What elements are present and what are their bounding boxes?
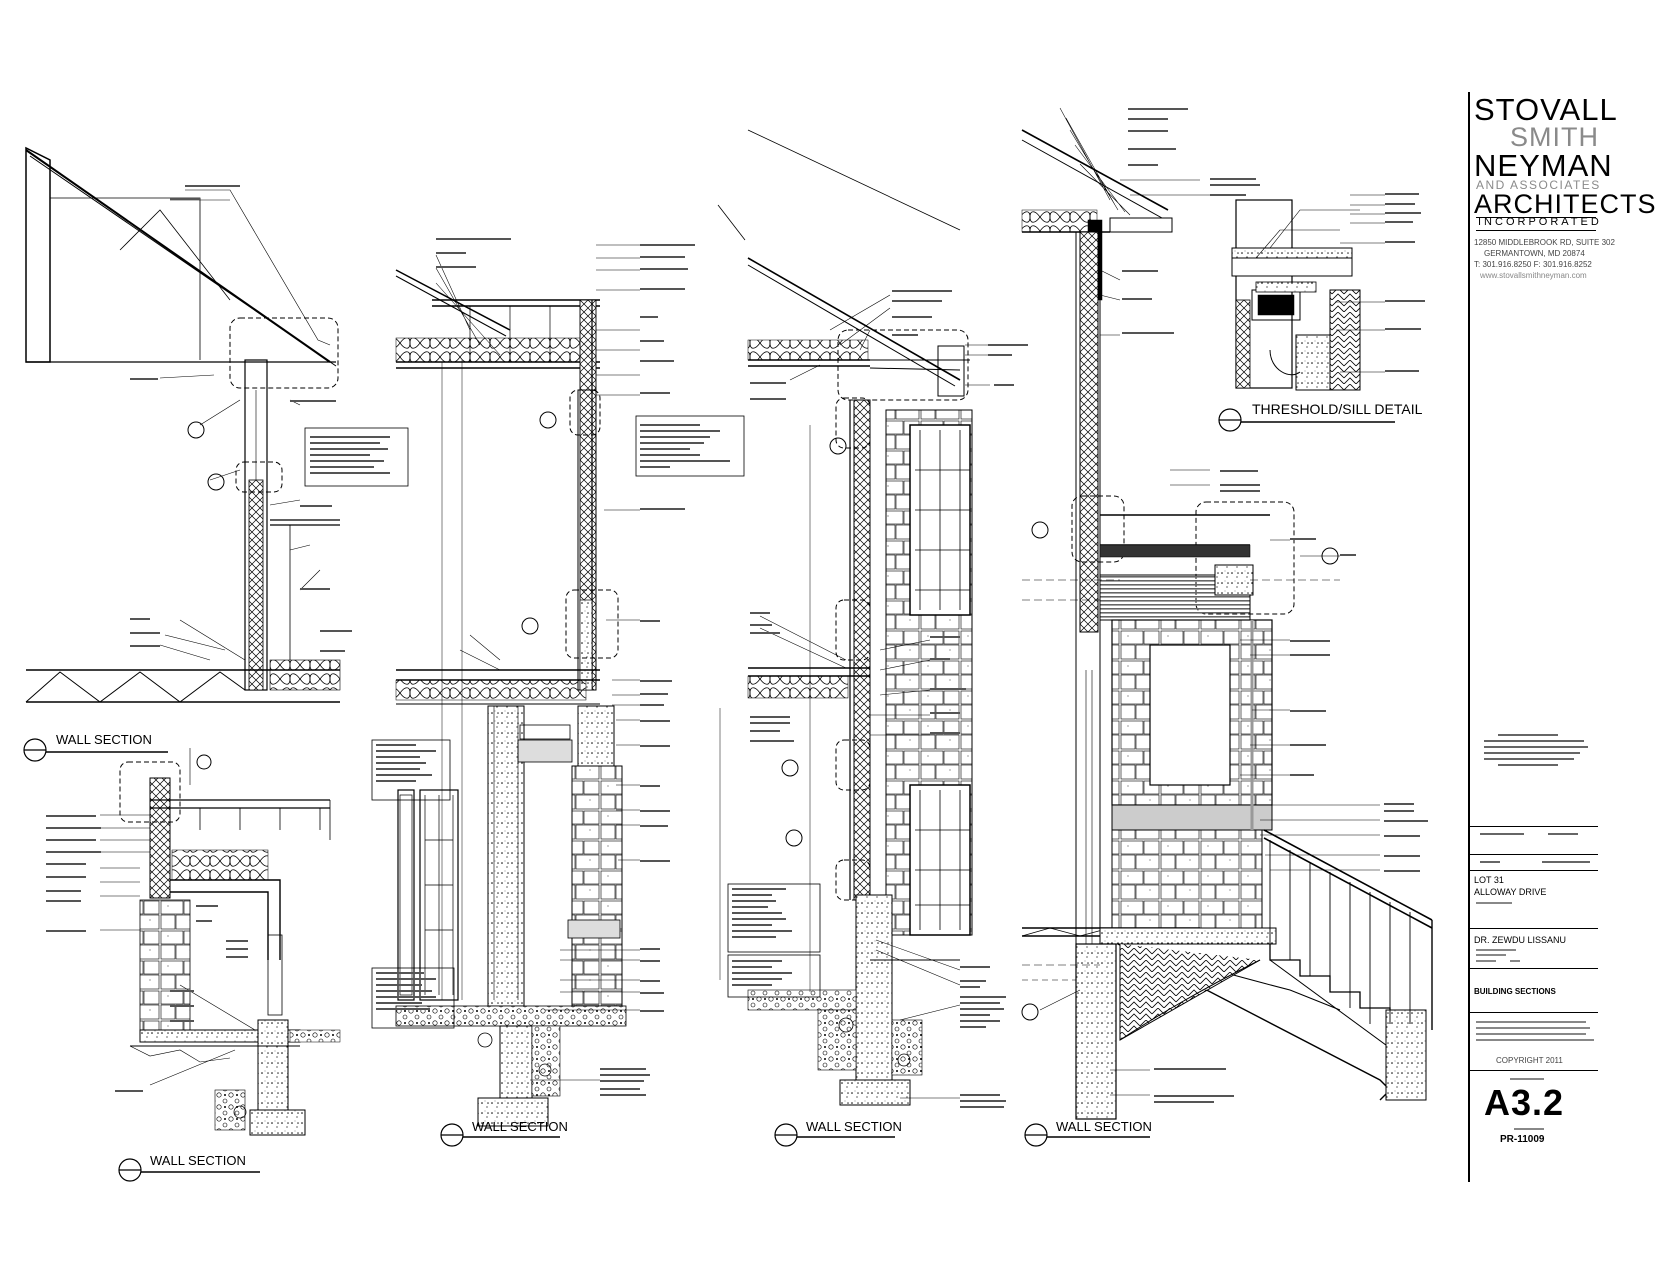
firm-name-line4: AND ASSOCIATES bbox=[1476, 178, 1601, 192]
firm-address-city: GERMANTOWN, MD 20874 bbox=[1484, 249, 1585, 258]
drawing-title-3: WALL SECTION bbox=[806, 1119, 902, 1134]
sheet-number-caption bbox=[1510, 1078, 1544, 1080]
drawing-sheet bbox=[23, 107, 1433, 1182]
drawing-title-threshold: THRESHOLD/SILL DETAIL bbox=[1252, 401, 1423, 417]
firm-name-line2: SMITH bbox=[1510, 122, 1599, 152]
section-4-notes bbox=[1021, 108, 1428, 1103]
firm-website: www.stovallsmithneyman.com bbox=[1480, 271, 1587, 280]
wall-section-1 bbox=[25, 146, 409, 703]
firm-name-line1: STOVALL bbox=[1474, 92, 1618, 127]
section-tags bbox=[23, 408, 1395, 1182]
threshold-sill-detail bbox=[1231, 194, 1385, 391]
client-name: DR. ZEWDU LISSANU bbox=[1474, 935, 1567, 945]
firm-phone: T: 301.916.8250 F: 301.916.8252 bbox=[1474, 260, 1592, 269]
firm-name-line5: ARCHITECTS bbox=[1474, 189, 1657, 219]
wall-section-3 bbox=[717, 129, 990, 1106]
job-number: PR-11009 bbox=[1500, 1134, 1545, 1145]
client-address-row bbox=[1476, 949, 1520, 962]
sheet-number: A3.2 bbox=[1484, 1082, 1565, 1123]
drawing-title-1b: WALL SECTION bbox=[150, 1153, 246, 1168]
project-city-row bbox=[1476, 902, 1512, 904]
disclaimer bbox=[1476, 1021, 1594, 1041]
drawing-title-1: WALL SECTION bbox=[56, 732, 152, 747]
project-lot: LOT 31 bbox=[1474, 875, 1504, 885]
job-number-caption bbox=[1514, 1128, 1544, 1130]
issue-row bbox=[1480, 833, 1578, 835]
copyright: COPYRIGHT 2011 bbox=[1496, 1056, 1563, 1065]
firm-address-street: 12850 MIDDLEBROOK RD, SUITE 302 bbox=[1474, 238, 1615, 247]
seal-notes bbox=[1484, 734, 1588, 766]
section-1b-notes bbox=[46, 754, 248, 1092]
firm-name-line3: NEYMAN bbox=[1474, 148, 1613, 183]
project-street: ALLOWAY DRIVE bbox=[1474, 887, 1547, 897]
section-2-notes bbox=[376, 238, 730, 1096]
drawing-name: BUILDING SECTIONS bbox=[1474, 987, 1556, 996]
firm-name-line6: INCORPORATED bbox=[1478, 216, 1602, 228]
title-block: STOVALL SMITH NEYMAN AND ASSOCIATES ARCH… bbox=[1468, 92, 1656, 1182]
scale-row bbox=[1480, 861, 1590, 863]
wall-section-2 bbox=[371, 244, 745, 1127]
wall-section-4 bbox=[1021, 107, 1433, 1120]
drawing-title-2: WALL SECTION bbox=[472, 1119, 568, 1134]
wall-section-1b bbox=[100, 748, 341, 1136]
threshold-notes bbox=[1385, 193, 1425, 372]
section-1-notes bbox=[130, 185, 390, 652]
section-3-notes bbox=[732, 290, 1028, 1108]
drawing-title-4: WALL SECTION bbox=[1056, 1119, 1152, 1134]
